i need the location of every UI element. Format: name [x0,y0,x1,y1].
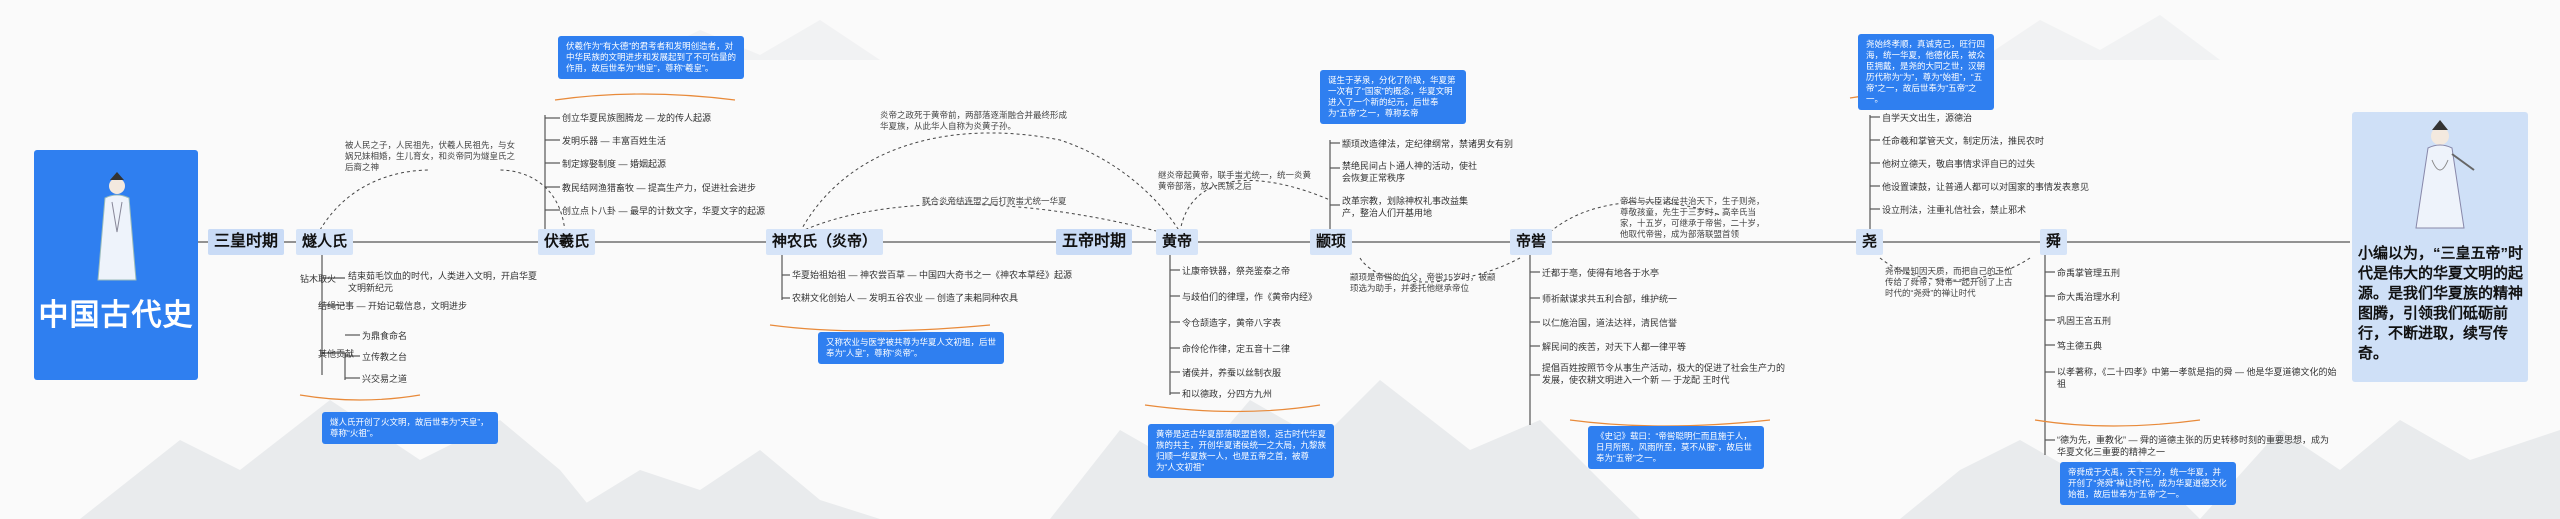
huangdi-leaf-5: 诸侯并，养蚕以丝制衣服 [1182,368,1282,378]
shun-leaf-6: “德为先，重教化” — 舜的道德主张的历史转移时刻的重要思想，成为华夏文化三重要… [2057,435,2329,457]
node-shennong[interactable]: 神农氏（炎帝） [766,229,884,255]
suiren-leaf-7: 兴交易之道 [362,374,408,384]
node-yao[interactable]: 尧 [1856,229,1884,255]
fuxi-leaf-5: 创立点卜八卦 — 最早的计数文字，华夏文字的起源 [562,206,766,216]
yao-leaf-5: 设立刑法，注重礼信社会，禁止邪术 [1882,205,2027,215]
shennong-summary-card: 又称农业与医学被共尊为华夏人文初祖，后世奉为“人皇”，尊称“炎帝”。 [818,332,1004,364]
huangdi-leaf-2: 与歧伯们的律理，作《黄帝内经》 [1182,292,1318,302]
suiren-above-note: 被人民之子，人民祖先，伏羲人民祖先，与女娲兄妹相婚，生儿育女，和炎帝同为燧皇氏之… [345,140,516,172]
huangdi-union-note: 联合炎帝结连盟之后打败蚩尤统一华夏 [922,196,1067,206]
huangdi-above-note: 继炎帝起黄帝，联手蚩尤统一，统一炎黄黄帝部落，放入民族之后 [1158,170,1312,191]
suiren-leaf-1: 结束茹毛饮血的时代，人类进入文明，开启华夏文明新纪元 [348,271,538,293]
huangdi-leaf-6: 和以德政，分四方九州 [1182,389,1273,399]
node-huangdi[interactable]: 黄帝 [1156,229,1199,255]
shun-leaf-5: 以孝著称，《二十四孝》中第一孝就是指的舜 — 他是华夏道德文化的始祖 [2057,367,2337,389]
summary-panel: 小编以为，“三皇五帝”时代是伟大的华夏文明的起源。是我们华夏族的精神图腾，引领我… [2352,112,2528,382]
zhuanxu-leaf-1: 颛顼改造律法，定纪律纲常，禁诸男女有别 [1342,139,1514,149]
diku-leaf-1: 迁都于亳，使得有地各于水亭 [1542,268,1660,278]
shun-leaf-3: 巩固王宫五刑 [2057,316,2112,326]
suiren-leaf-3: 结绳记事 — 开始记载信息，文明进步 [318,301,468,311]
zhuanxu-leaf-2: 禁绝民间占卜通人神的活动，使社会恢复正常秩序 [1342,161,1478,183]
ancient-scholar-icon [97,172,137,281]
node-wudi[interactable]: 五帝时期 [1056,229,1133,255]
page-title: 中国古代史 [38,299,194,332]
node-shun[interactable]: 舜 [2040,229,2068,255]
summary-text: 小编以为，“三皇五帝”时代是伟大的华夏文明的起源。是我们华夏族的精神图腾，引领我… [2358,245,2524,362]
node-zhuanxu[interactable]: 颛顼 [1310,229,1353,255]
main-title-card: 中国古代史 [34,150,198,380]
node-fuxi[interactable]: 伏羲氏 [538,229,596,255]
huangdi-leaf-3: 令仓颉造字，黄帝八字表 [1182,318,1282,328]
fuxi-leaf-3: 制定嫁娶制度 — 婚姻起源 [562,159,667,169]
yao-leaf-2: 任命羲和掌管天文，制定历法，推民农时 [1882,136,2045,146]
diku-leaf-4: 解民间的疾苦，对天下人都一律平等 [1542,342,1687,352]
node-sanhuang[interactable]: 三皇时期 [208,229,285,255]
yao-leaf-4: 他设置谏鼓，让普通人都可以对国家的事情发表意见 [1882,182,2090,192]
shun-leaf-1: 命禹掌管理五刑 [2057,268,2121,278]
yao-leaf-1: 自学天文出生，源德治 [1882,113,1973,123]
suiren-leaf-5: 为鼎食命名 [362,331,408,341]
shennong-leaf-1: 华夏始祖始祖 — 神农尝百草 — 中国四大奇书之一《神农本草经》起源 [792,270,1073,280]
fuxi-summary-card: 伏羲作为“有大德”的君考者和发明创造者，对中华民族的文明进步和发展起到了不可估量… [558,36,744,79]
diku-summary-card: 《史记》载曰：“帝喾聪明仁而且施于人，日月所照，风雨所至，莫不从服”，故后世奉为… [1588,426,1764,469]
zhuanxu-leaf-3: 改革宗教，划除神权礼事改益集产，整治人们开基用地 [1342,196,1469,218]
diku-leaf-3: 以仁施治国，道法达祥，清民信誉 [1542,318,1678,328]
ancient-sage-icon [2415,120,2475,229]
diku-leaf-5: 提倡百姓按照节令从事生产活动，极大的促进了社会生产力的发展，使农耕文明进入一个新… [1542,363,1786,385]
huangdi-summary-card: 黄帝是远古华夏部落联盟首领，远古时代华夏族的共主，开创华夏诸侯统一之大局，九黎族… [1148,424,1334,478]
fuxi-leaf-1: 创立华夏民族图腾龙 — 龙的传人起源 [562,113,712,123]
suiren-summary-card: 燧人氏开创了火文明，故后世奉为“天皇”，尊称“火祖”。 [322,412,498,444]
shun-leaf-2: 命大禹治理水利 [2057,292,2121,302]
shun-leaf-4: 笃主德五典 [2057,341,2103,351]
node-suiren[interactable]: 燧人氏 [296,229,354,255]
fuxi-leaf-4: 教民结网渔猎畜牧 — 提高生产力，促进社会进步 [562,183,757,193]
suiren-leaf-4: 其他贡献 [318,349,355,359]
huangdi-leaf-4: 命伶伦作律，定五音十二律 [1182,344,1291,354]
shennong-above-note: 炎帝之政死于黄帝前，两部落逐渐融合并最终形成华夏族，从此华人自称为炎黄子孙。 [880,110,1068,131]
diku-above-note: 帝喾与大臣诸侯共治天下，生子则尧，尊敬孩童，先生于三岁时，高辛氏当家，十五岁，可… [1620,196,1765,239]
suiren-leaf-6: 立传教之台 [362,352,408,362]
shennong-leaf-2: 农耕文化创始人 — 发明五谷农业 — 创造了耒耜同种农具 [792,293,1019,303]
node-diku[interactable]: 帝喾 [1510,229,1553,255]
suiren-leaf-2: 钻木取火 [300,274,337,284]
yao-summary-card: 尧始终孝顺，真诚克己，旺行四海，统一华夏，他德化民，被众臣拥戴，是尧的大同之世，… [1858,34,1994,110]
yao-leaf-3: 他树立德天，敬启事情求评自已的过失 [1882,159,2036,169]
shun-summary-card: 帝舜成于大禹，天下三分，统一华夏，并开创了“尧舜”禅让时代，成为华夏道德文化始祖… [2060,462,2236,505]
zhuanxu-summary-card: 诞生于茅泉，分化了阶级，华夏第一次有了“国家”的概念，华夏文明进入了一个新的纪元… [1320,70,1466,124]
huangdi-leaf-1: 让康帝铁器，祭尧鉴泰之帝 [1182,266,1291,276]
diku-leaf-2: 师祈献谋求共五利合部，维护统一 [1542,294,1678,304]
fuxi-leaf-2: 发明乐器 — 丰富百姓生活 [562,136,667,146]
yao-below-note: 尧帝是知因天质，而把自己的王位传给了舜帝，舜帝一起开创了上古时代的“尧舜”的禅让… [1885,266,2013,298]
zhuanxu-below-note: 颛顼是帝喾的伯父，帝喾15岁时，被颛顼选为助手，并委托他继承帝位 [1350,272,1496,293]
